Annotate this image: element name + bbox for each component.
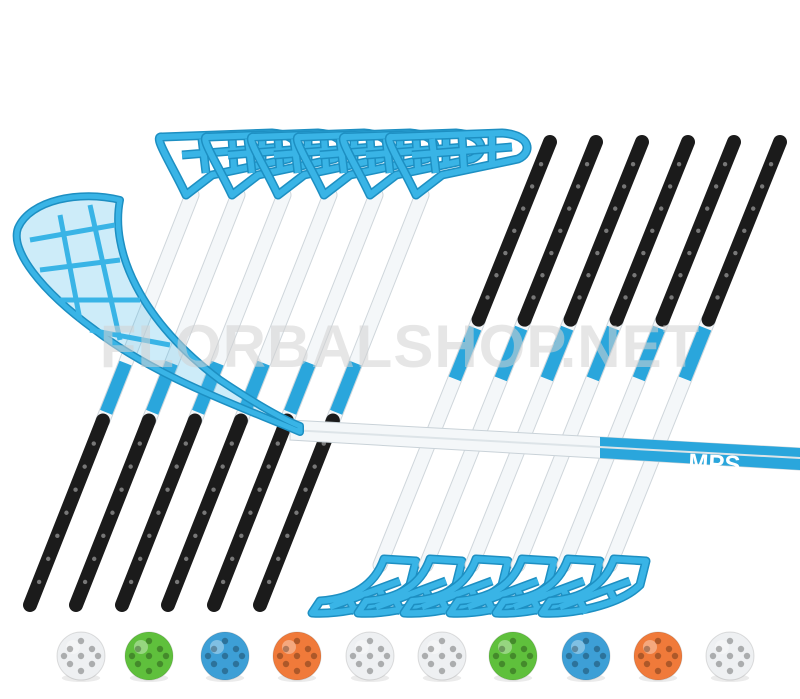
- right-blade-6: [537, 554, 651, 618]
- right-blade-5: [491, 554, 605, 618]
- white-ball-5: [345, 631, 395, 682]
- right-blade-1: [307, 554, 421, 618]
- featured-brand-label: MPS: [688, 449, 741, 479]
- left-stick-4: [161, 187, 338, 612]
- left-stick-5: [207, 187, 384, 612]
- left-stick-3: [115, 187, 292, 612]
- blade-rib-6: [87, 204, 123, 341]
- right-stick-3: [464, 135, 649, 573]
- green-ball-7: [488, 631, 538, 682]
- featured-blade: [12, 192, 304, 436]
- white-ball-1: [56, 631, 106, 682]
- right-blade-3: [399, 554, 513, 618]
- right-stick-4: [510, 135, 695, 573]
- ball-row: [56, 631, 755, 682]
- blade-rib-5: [57, 214, 83, 321]
- orange-ball-9: [633, 631, 683, 682]
- left-stick-6: [253, 187, 430, 612]
- right-blade-2: [353, 554, 467, 618]
- green-ball-2: [124, 631, 174, 682]
- white-ball-6: [417, 631, 467, 682]
- right-stick-2: [418, 135, 603, 573]
- blade-rib-1: [29, 222, 116, 243]
- right-stick-6: [602, 135, 787, 573]
- left-blade-6: [384, 128, 532, 200]
- right-stick-5: [556, 135, 741, 573]
- white-ball-10: [705, 631, 755, 682]
- orange-ball-4: [272, 631, 322, 682]
- right-stick-1: [372, 135, 557, 573]
- right-blade-4: [445, 554, 559, 618]
- blade-rib-2: [39, 257, 121, 273]
- featured-shaft: MPS: [289, 419, 800, 479]
- left-stick-group: [23, 128, 532, 612]
- blade-rib-4: [89, 327, 171, 348]
- featured-stick: MPS: [12, 192, 800, 479]
- blue-ball-8: [561, 631, 611, 682]
- blue-ball-3: [200, 631, 250, 682]
- right-stick-group: [307, 135, 787, 618]
